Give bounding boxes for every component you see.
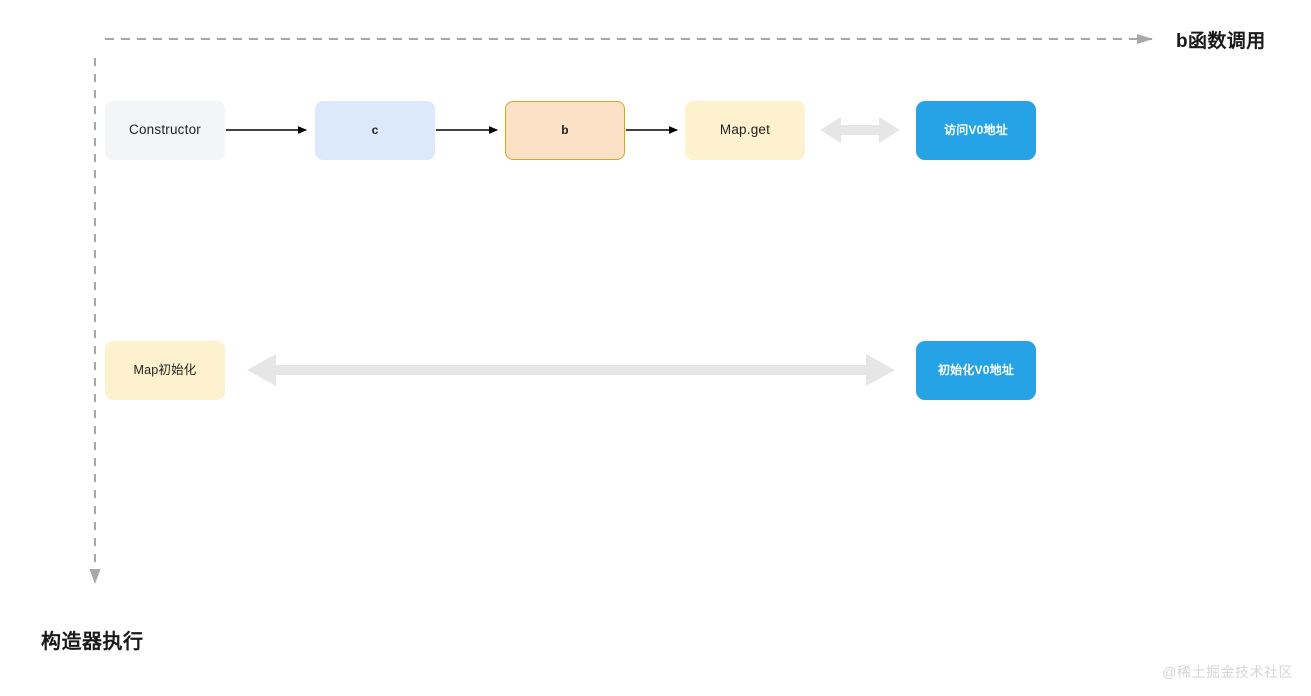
node-visit-v0-address[interactable]: 访问V0地址 [916, 101, 1036, 160]
node-constructor[interactable]: Constructor [105, 101, 225, 160]
node-b[interactable]: b [505, 101, 625, 160]
watermark: @稀土掘金技术社区 [1162, 664, 1293, 680]
label-b-function-call: b函数调用 [1176, 31, 1266, 52]
node-map-get[interactable]: Map.get [685, 101, 805, 160]
arrow-mapget-to-visit-v0 [820, 117, 900, 143]
arrow-init-v0-to-map-init [247, 354, 895, 386]
node-init-v0-address[interactable]: 初始化V0地址 [916, 341, 1036, 400]
node-c[interactable]: c [315, 101, 435, 160]
node-map-init[interactable]: Map初始化 [105, 341, 225, 400]
label-constructor-execution: 构造器执行 [41, 631, 144, 653]
